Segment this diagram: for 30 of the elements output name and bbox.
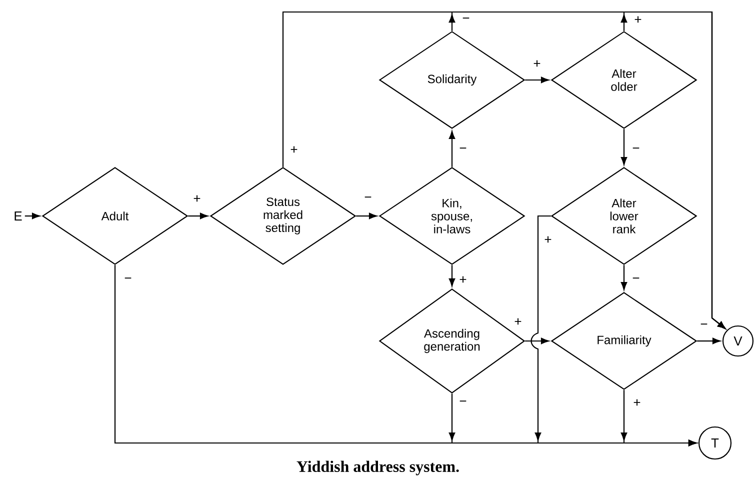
edge-label: + [194,195,200,202]
arrow [697,338,721,344]
edge-label: − [462,18,470,19]
arrow [620,265,628,290]
edge-label: + [514,318,522,325]
edge-label: − [632,278,640,279]
arrow [356,212,378,220]
arrow [188,212,208,220]
edge-label: − [460,148,466,149]
edge-label: − [460,400,466,402]
arrow [525,76,550,84]
arrow [448,265,456,286]
edge-label: + [634,16,642,23]
edge-label: + [290,146,298,153]
entry-label: E [14,212,22,220]
edge-label: − [124,278,132,279]
arrow [24,212,40,220]
arrow [620,11,726,330]
edge-label: + [534,60,540,67]
arrow [525,338,550,344]
arrow [620,390,697,446]
caption: Yiddish address system. [296,460,459,476]
edge-label: + [460,276,466,283]
edge-label: − [700,324,708,325]
arrow [448,130,456,167]
edge-label: + [634,399,640,406]
edge-label: + [544,236,552,243]
edge-label: − [364,196,372,198]
edge-label: − [632,148,640,149]
arrow [620,129,628,166]
